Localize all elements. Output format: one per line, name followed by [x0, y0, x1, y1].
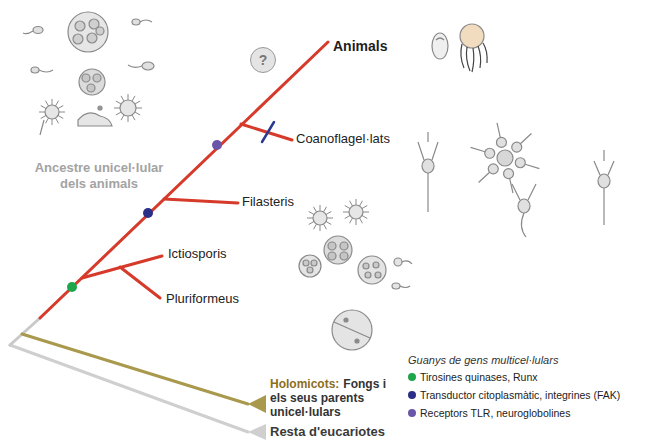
cell-drawings: [23, 12, 614, 350]
legend-text: Receptors TLR, neuroglobolines: [420, 406, 570, 420]
node-text: ?: [259, 52, 268, 68]
cell-spikes: [307, 205, 333, 231]
pluri-branch: [120, 267, 160, 298]
legend-title: Guanys de gens multicel·lulars: [408, 352, 558, 368]
clade-wedge: [248, 424, 266, 440]
legend-swatch: [408, 373, 416, 381]
legend-swatch: [408, 409, 416, 417]
clade-label: Resta d'eucariotes: [270, 424, 385, 440]
root-branch: [10, 318, 40, 345]
clade-label: Animals: [333, 38, 387, 54]
clade-label: Holomicots:: [270, 377, 339, 391]
clade-label-group: Holomicots:Fongs i els seus parents unic…: [270, 377, 406, 419]
choano-branch: [241, 124, 292, 140]
cell-spikes: [343, 199, 369, 225]
gain-dot: [212, 140, 222, 150]
question-circle: ?: [250, 47, 276, 73]
clade-label: Pluriformeus: [166, 291, 239, 307]
clade-label: Filasteris: [242, 194, 294, 210]
gain-dot: [143, 208, 153, 218]
clade-label: Ictiosporis: [168, 246, 227, 262]
ancestor-label: Ancestre unicel·lular dels animals: [24, 160, 174, 192]
cell-spikes: [114, 94, 142, 122]
outgroup-branch: [10, 345, 248, 432]
loss-tick: [262, 122, 274, 142]
clade-label: Coanoflagel·lats: [296, 131, 390, 147]
cell-spikes: [39, 99, 65, 125]
holomycota-branch: [22, 334, 248, 404]
legend-text: Tirosines quinases, Runx: [420, 370, 538, 384]
rosette-colony: [471, 123, 540, 193]
filasterea-branch: [164, 199, 238, 203]
clade-wedge: [248, 395, 266, 413]
gain-dot: [67, 282, 77, 292]
legend-swatch: [408, 391, 416, 399]
legend-text: Transductor citoplasmàtic, integrines (F…: [420, 388, 620, 402]
